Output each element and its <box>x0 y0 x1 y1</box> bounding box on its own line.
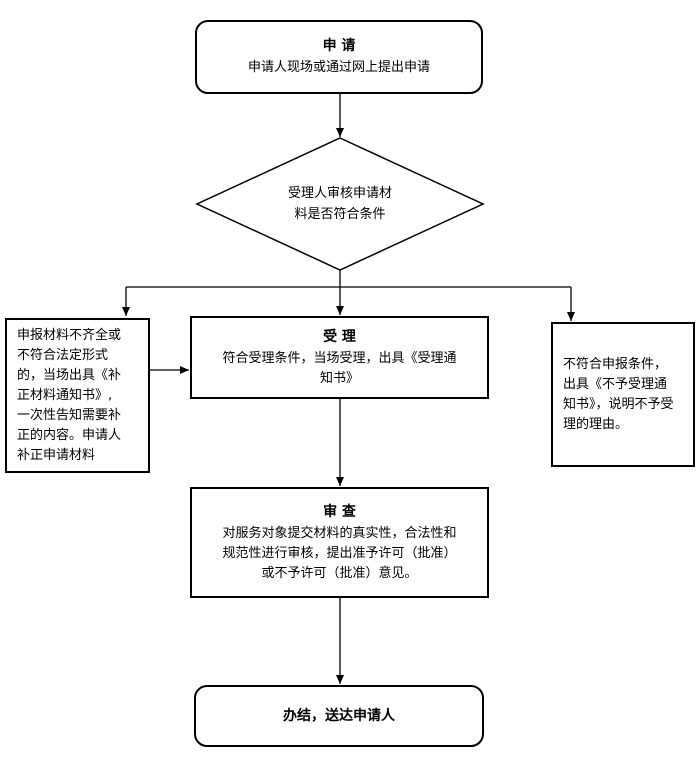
review-line-3: 或不予许可（批准）意见。 <box>261 565 418 581</box>
decision-line-1: 受理人审核申请材 <box>287 186 392 201</box>
reject-line: 知书》，说明不予受 <box>563 396 674 412</box>
incomplete-line: 正的内容。申请人 <box>17 427 122 443</box>
accept-line-2: 知书》 <box>319 370 359 386</box>
apply-node: 申 请 申请人现场或通过网上提出申请 <box>195 20 483 94</box>
incomplete-node: 申报材料不齐全或 不符合法定形式 的，当场出具《补 正材料通知书》, 一次性告知… <box>5 318 150 473</box>
decision-text: 受理人审核申请材 料是否符合条件 <box>260 183 420 225</box>
review-node: 审 查 对服务对象提交材料的真实性，合法性和 规范性进行审核，提出准予许可（批准… <box>190 487 489 598</box>
incomplete-line: 不符合法定形式 <box>17 347 109 363</box>
apply-title: 申 请 <box>322 38 356 54</box>
review-line-2: 规范性进行审核，提出准予许可（批准） <box>222 545 457 561</box>
reject-line: 理的理由。 <box>563 416 629 432</box>
reject-node: 不符合申报条件， 出具《不予受理通 知书》，说明不予受 理的理由。 <box>551 322 695 467</box>
review-line-1: 对服务对象提交材料的真实性，合法性和 <box>222 525 457 541</box>
accept-title: 受 理 <box>323 328 356 345</box>
reject-line: 出具《不予受理通 <box>563 376 668 392</box>
reject-line: 不符合申报条件， <box>563 356 668 372</box>
incomplete-line: 一次性告知需要补 <box>17 407 122 423</box>
accept-line-1: 符合受理条件，当场受理，出具《受理通 <box>222 350 457 366</box>
incomplete-line: 申报材料不齐全或 <box>17 327 122 343</box>
accept-node: 受 理 符合受理条件，当场受理，出具《受理通 知书》 <box>190 316 489 399</box>
review-title: 审 查 <box>323 503 356 520</box>
finish-text: 办结，送达申请人 <box>283 708 395 724</box>
incomplete-line: 补正申请材料 <box>17 447 96 463</box>
incomplete-line: 正材料通知书》, <box>17 387 113 403</box>
apply-text: 申请人现场或通过网上提出申请 <box>247 60 430 75</box>
incomplete-line: 的，当场出具《补 <box>17 367 122 383</box>
finish-node: 办结，送达申请人 <box>194 685 484 747</box>
decision-line-2: 料是否符合条件 <box>294 207 386 222</box>
